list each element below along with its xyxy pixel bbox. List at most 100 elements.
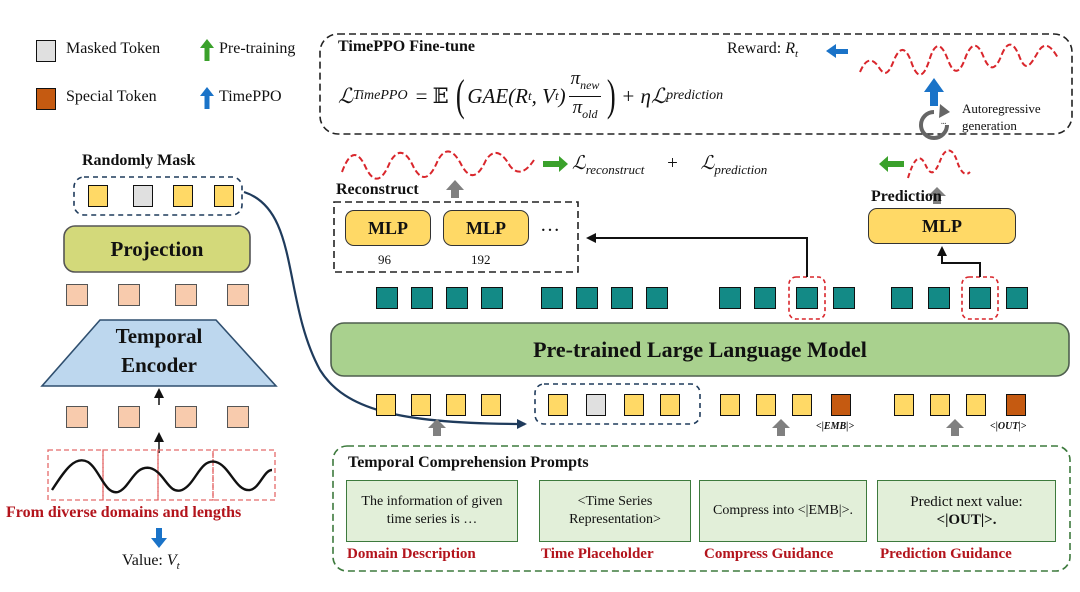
finetune-title: TimePPO Fine-tune: [338, 38, 476, 55]
autoregressive-label: Autoregressive generation: [962, 101, 1041, 133]
embedding-token: [227, 284, 249, 306]
prediction-grey-arrow-icon: [928, 187, 946, 204]
emb-output-token: [796, 287, 818, 309]
output-token: [1006, 287, 1028, 309]
reconstruct-series-curve: [341, 150, 535, 180]
legend-timeppo-label: TimePPO: [219, 88, 282, 105]
llm-label: Pre-trained Large Language Model: [533, 336, 867, 362]
emb-token-label: <|EMB|>: [816, 421, 855, 432]
token: [756, 394, 776, 416]
out-special-token: [1006, 394, 1026, 416]
output-token: [376, 287, 398, 309]
reconstruct-label: Reconstruct: [336, 181, 419, 198]
loss-expression: ℒreconstruct + ℒprediction: [572, 153, 768, 177]
prediction-guidance-prompt: Predict next value: <|OUT|>.: [877, 480, 1056, 542]
prediction-label: Prediction: [871, 188, 942, 205]
time-placeholder-prompt: <Time Series Representation>: [539, 480, 691, 542]
token: [548, 394, 568, 416]
reward-label: Reward: Rt: [727, 40, 799, 61]
prediction-green-arrow-icon: [879, 156, 904, 172]
autoregressive-cycle-icon: [919, 104, 950, 140]
value-caption: Value: Vt: [122, 552, 180, 573]
out-output-token: [969, 287, 991, 309]
masked-token: [586, 394, 606, 416]
legend: Masked Token Pre-training Special Token …: [36, 39, 326, 120]
input-arrow-icon-1: [428, 419, 446, 436]
embedding-token: [175, 284, 197, 306]
prediction-series-curve: [907, 149, 971, 179]
output-token: [719, 287, 741, 309]
token: [660, 394, 680, 416]
reconstruct-box: [333, 201, 579, 273]
token: [966, 394, 986, 416]
token: [411, 394, 431, 416]
randomly-mask-label: Randomly Mask: [82, 152, 196, 169]
mask-dashed-box: [73, 176, 243, 216]
time-placeholder-label: Time Placeholder: [541, 546, 654, 562]
compress-guidance-prompt: Compress into <|EMB|>.: [699, 480, 867, 542]
token: [720, 394, 740, 416]
embedding-token: [66, 284, 88, 306]
projection-box: [63, 225, 251, 273]
legend-pretraining-label: Pre-training: [219, 40, 296, 57]
reward-arrow-icon: [826, 44, 848, 58]
placeholder-token-group: [534, 383, 701, 425]
input-arrow-icon-2: [772, 419, 790, 436]
token: [894, 394, 914, 416]
domains-caption: From diverse domains and lengths: [6, 504, 242, 521]
masked-token-swatch: [36, 40, 56, 62]
token: [214, 185, 234, 207]
emb-to-reconstruct-arrow: [586, 233, 808, 277]
embedding-token: [118, 284, 140, 306]
output-token: [754, 287, 776, 309]
input-arrow-icon-3: [946, 419, 964, 436]
token: [481, 394, 501, 416]
emb-special-token: [831, 394, 851, 416]
output-token: [541, 287, 563, 309]
reconstruct-dim-96: 96: [378, 252, 391, 267]
prompts-box: [332, 445, 1071, 572]
legend-masked-label: Masked Token: [66, 40, 161, 57]
token: [624, 394, 644, 416]
reconstruct-dim-192: 192: [471, 252, 491, 267]
output-token: [833, 287, 855, 309]
embedding-token: [175, 406, 197, 428]
output-token: [928, 287, 950, 309]
output-token: [646, 287, 668, 309]
projection-label: Projection: [110, 236, 204, 261]
output-token: [611, 287, 633, 309]
output-token: [446, 287, 468, 309]
token: [88, 185, 108, 207]
token: [173, 185, 193, 207]
value-down-arrow-icon: [151, 528, 167, 548]
token: [792, 394, 812, 416]
cycle-dots: ...: [941, 118, 947, 126]
prediction-guidance-label: Prediction Guidance: [880, 546, 1012, 562]
output-token: [411, 287, 433, 309]
finetune-box: [319, 33, 1073, 135]
legend-special-label: Special Token: [66, 88, 157, 105]
output-token: [576, 287, 598, 309]
mask-to-llm-connector: [243, 190, 527, 429]
token: [930, 394, 950, 416]
blue-up-arrow-icon: [200, 87, 214, 109]
series-segments: [47, 449, 276, 501]
green-up-arrow-icon: [200, 39, 214, 61]
reconstruct-mlp-96: MLP: [345, 210, 431, 246]
reconstruct-mlp-192: MLP: [443, 210, 529, 246]
out-to-prediction-arrow: [937, 246, 981, 277]
domain-description-label: Domain Description: [347, 546, 476, 562]
policy-ratio: πnew πold: [568, 67, 602, 121]
temporal-encoder-shape: [40, 319, 278, 387]
prediction-mlp: MLP: [868, 208, 1016, 244]
reconstruct-grey-arrow-icon: [446, 180, 464, 198]
embedding-token: [227, 406, 249, 428]
llm-box: [330, 322, 1070, 377]
temporal-encoder-label: Temporal Encoder: [115, 324, 203, 377]
token: [446, 394, 466, 416]
output-token: [891, 287, 913, 309]
output-token: [481, 287, 503, 309]
reconstruct-ellipsis: …: [540, 214, 560, 236]
